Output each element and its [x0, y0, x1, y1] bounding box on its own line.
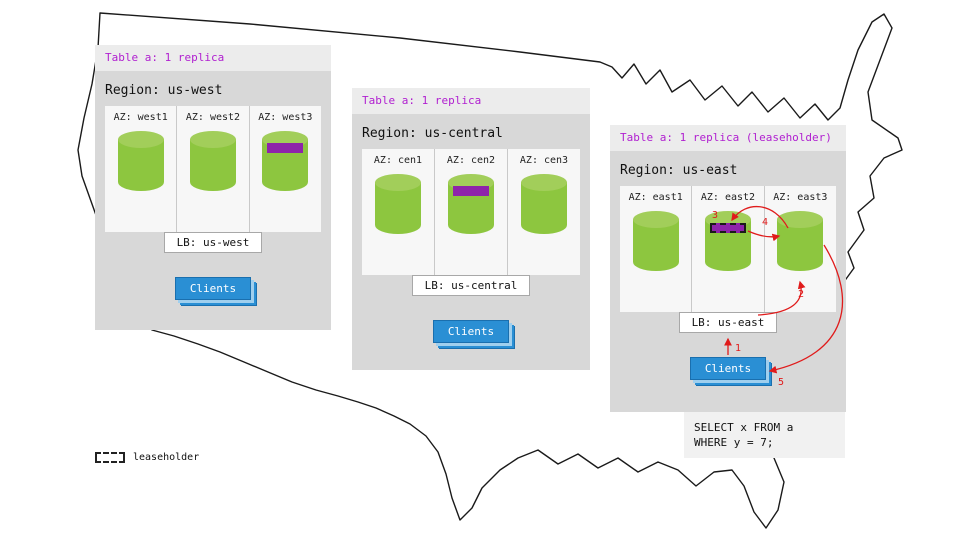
- cylinder-top: [117, 131, 164, 148]
- leaseholder-legend-label: leaseholder: [133, 452, 200, 463]
- cylinder-top: [521, 174, 567, 191]
- table-replica-label: Table a: 1 replica (leaseholder): [610, 125, 846, 151]
- region-title: Region: us-central: [362, 126, 503, 141]
- database-cylinder-icon: [704, 211, 751, 275]
- region-title: Region: us-east: [620, 163, 738, 178]
- az-label: AZ: cen2: [446, 155, 496, 166]
- cylinder-top: [375, 174, 421, 191]
- az-container: AZ: east1 AZ: east2 AZ: east3: [620, 186, 836, 312]
- database-cylinder-icon: [189, 131, 236, 195]
- az-label: AZ: west2: [185, 112, 241, 123]
- region-panel-us-central: Table a: 1 replica Region: us-central AZ…: [352, 88, 590, 370]
- az-label: AZ: cen1: [373, 155, 423, 166]
- az-column: AZ: cen2: [435, 149, 508, 275]
- az-label: AZ: west1: [113, 112, 168, 123]
- replica-range-badge: [453, 186, 489, 196]
- az-column: AZ: west3: [250, 106, 321, 232]
- load-balancer-label: LB: us-east: [678, 312, 778, 333]
- leaseholder-legend-swatch: [95, 452, 125, 463]
- az-label: AZ: cen3: [519, 155, 569, 166]
- load-balancer-label: LB: us-central: [411, 275, 531, 296]
- az-column: AZ: east2: [692, 186, 765, 312]
- database-cylinder-icon: [521, 174, 567, 238]
- clients-box: Clients: [689, 357, 767, 380]
- database-cylinder-icon: [117, 131, 164, 195]
- leaseholder-legend: leaseholder: [95, 452, 199, 463]
- replica-range-badge: [267, 143, 304, 153]
- az-column: AZ: cen3: [508, 149, 580, 275]
- az-container: AZ: west1 AZ: west2 AZ: west3: [105, 106, 321, 232]
- region-title: Region: us-west: [105, 83, 223, 98]
- az-column: AZ: west1: [105, 106, 178, 232]
- database-cylinder-icon: [375, 174, 421, 238]
- az-column: AZ: east3: [765, 186, 836, 312]
- az-column: AZ: west2: [177, 106, 250, 232]
- clients-box: Clients: [174, 277, 252, 300]
- az-label: AZ: east1: [628, 192, 683, 203]
- table-replica-label: Table a: 1 replica: [95, 45, 331, 71]
- region-panel-us-east: Table a: 1 replica (leaseholder) Region:…: [610, 125, 846, 412]
- sql-query-box: SELECT x FROM a WHERE y = 7;: [684, 412, 845, 458]
- clients-box: Clients: [432, 320, 510, 343]
- az-label: AZ: west3: [258, 112, 313, 123]
- table-replica-label: Table a: 1 replica: [352, 88, 590, 114]
- az-column: AZ: east1: [620, 186, 693, 312]
- database-cylinder-icon: [262, 131, 309, 195]
- az-container: AZ: cen1 AZ: cen2 AZ: cen3: [362, 149, 580, 275]
- cylinder-top: [632, 211, 679, 228]
- load-balancer-label: LB: us-west: [163, 232, 263, 253]
- az-label: AZ: east3: [773, 192, 828, 203]
- region-panel-us-west: Table a: 1 replica Region: us-west AZ: w…: [95, 45, 331, 330]
- az-column: AZ: cen1: [362, 149, 435, 275]
- database-cylinder-icon: [777, 211, 824, 275]
- cylinder-top: [777, 211, 824, 228]
- database-cylinder-icon: [448, 174, 494, 238]
- sql-query-line-1: SELECT x FROM a: [694, 421, 794, 434]
- cylinder-top: [189, 131, 236, 148]
- database-cylinder-icon: [632, 211, 679, 275]
- leaseholder-range-badge: [709, 223, 746, 233]
- az-label: AZ: east2: [700, 192, 756, 203]
- sql-query-line-2: WHERE y = 7;: [694, 436, 774, 449]
